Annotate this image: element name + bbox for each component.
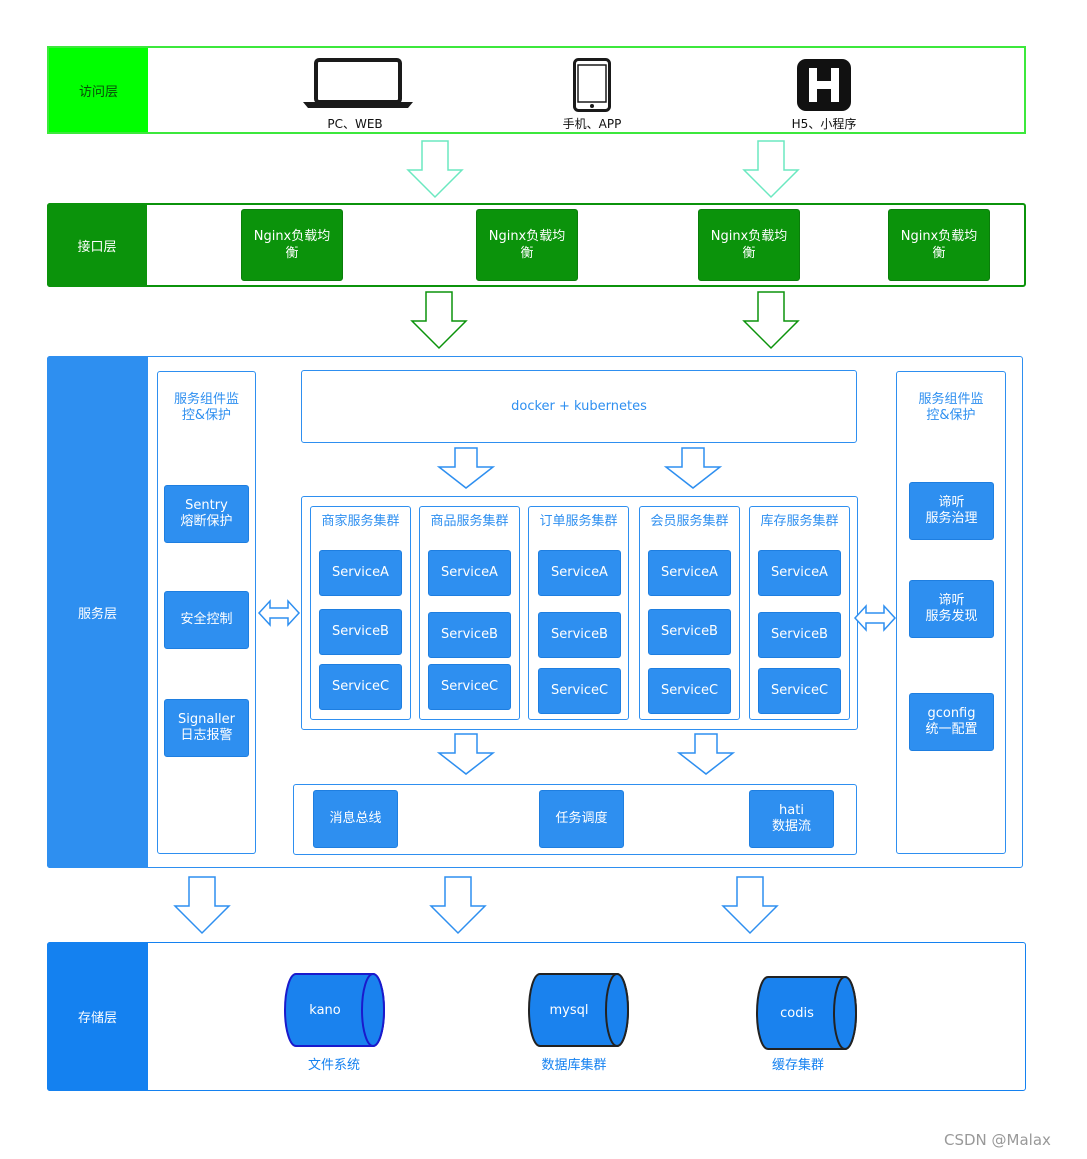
- gconfig-box: gconfig 统一配置: [909, 693, 994, 751]
- hati-dataflow-box: hati 数据流: [749, 790, 834, 848]
- arrow-down-icon: [742, 291, 800, 350]
- cluster-title: 商品服务集群: [430, 514, 509, 529]
- service-box: ServiceB: [758, 612, 841, 658]
- store-caption-kano: 文件系统: [307, 1057, 360, 1073]
- store-caption-codis: 缓存集群: [771, 1057, 824, 1073]
- arrow-down-icon: [173, 876, 231, 935]
- arrow-down-icon: [436, 447, 496, 489]
- storage-layer-label: 存储层: [47, 942, 148, 1091]
- kano-cylinder-icon: [284, 973, 385, 1047]
- docker-kubernetes-box: docker + kubernetes: [301, 370, 857, 443]
- service-box: ServiceB: [319, 609, 402, 655]
- double-arrow-icon: [853, 604, 897, 632]
- double-arrow-icon: [257, 599, 301, 627]
- left-panel-title: 服务组件监 控&保护: [173, 392, 239, 423]
- access-layer: [47, 46, 1026, 134]
- arrow-down-icon: [410, 291, 468, 350]
- nginx-box: Nginx负载均 衡: [888, 209, 990, 281]
- cluster-title: 商家服务集群: [321, 514, 400, 529]
- service-governance-box: 谛听 服务治理: [909, 482, 994, 540]
- signaller-box: Signaller 日志报警: [164, 699, 249, 757]
- store-name-codis: codis: [780, 1005, 814, 1021]
- device-label-h5: H5、小程序: [791, 116, 857, 131]
- service-box: ServiceA: [648, 550, 731, 596]
- sentry-box: Sentry 熔断保护: [164, 485, 249, 543]
- right-panel-title: 服务组件监 控&保护: [918, 392, 984, 423]
- service-box: ServiceC: [319, 664, 402, 710]
- service-box: ServiceC: [428, 664, 511, 710]
- store-caption-mysql: 数据库集群: [541, 1057, 607, 1073]
- service-box: ServiceB: [428, 612, 511, 658]
- arrow-down-icon: [742, 140, 800, 199]
- access-layer-label: 访问层: [49, 48, 148, 132]
- store-name-mysql: mysql: [549, 1002, 589, 1018]
- arrow-down-icon: [721, 876, 779, 935]
- service-box: ServiceB: [538, 612, 621, 658]
- task-scheduler-box: 任务调度: [539, 790, 624, 848]
- h5-icon: [797, 59, 851, 111]
- message-bus-box: 消息总线: [313, 790, 398, 848]
- arrow-down-icon: [663, 447, 723, 489]
- security-control-box: 安全控制: [164, 591, 249, 649]
- arrow-down-icon: [429, 876, 487, 935]
- nginx-box: Nginx负载均 衡: [698, 209, 800, 281]
- service-box: ServiceA: [538, 550, 621, 596]
- interface-layer-label: 接口层: [47, 203, 147, 287]
- codis-cylinder-icon: [756, 976, 857, 1050]
- service-box: ServiceA: [319, 550, 402, 596]
- cluster-title: 订单服务集群: [539, 514, 618, 529]
- tablet-icon: [573, 58, 611, 112]
- arrow-down-icon: [676, 733, 736, 775]
- cluster-title: 会员服务集群: [650, 514, 729, 529]
- service-discovery-box: 谛听 服务发现: [909, 580, 994, 638]
- store-name-kano: kano: [309, 1002, 341, 1018]
- service-box: ServiceC: [648, 668, 731, 714]
- watermark: CSDN @Malax: [944, 1131, 1051, 1149]
- arrow-down-icon: [436, 733, 496, 775]
- service-box: ServiceC: [758, 668, 841, 714]
- service-box: ServiceB: [648, 609, 731, 655]
- nginx-box: Nginx负载均 衡: [241, 209, 343, 281]
- device-label-pc: PC、WEB: [327, 116, 383, 131]
- service-box: ServiceA: [758, 550, 841, 596]
- mysql-cylinder-icon: [528, 973, 629, 1047]
- device-label-app: 手机、APP: [562, 116, 622, 131]
- cluster-title: 库存服务集群: [760, 514, 839, 529]
- nginx-box: Nginx负载均 衡: [476, 209, 578, 281]
- service-box: ServiceC: [538, 668, 621, 714]
- arrow-down-icon: [406, 140, 464, 199]
- laptop-icon: [303, 58, 413, 108]
- service-box: ServiceA: [428, 550, 511, 596]
- service-layer-label: 服务层: [47, 356, 148, 868]
